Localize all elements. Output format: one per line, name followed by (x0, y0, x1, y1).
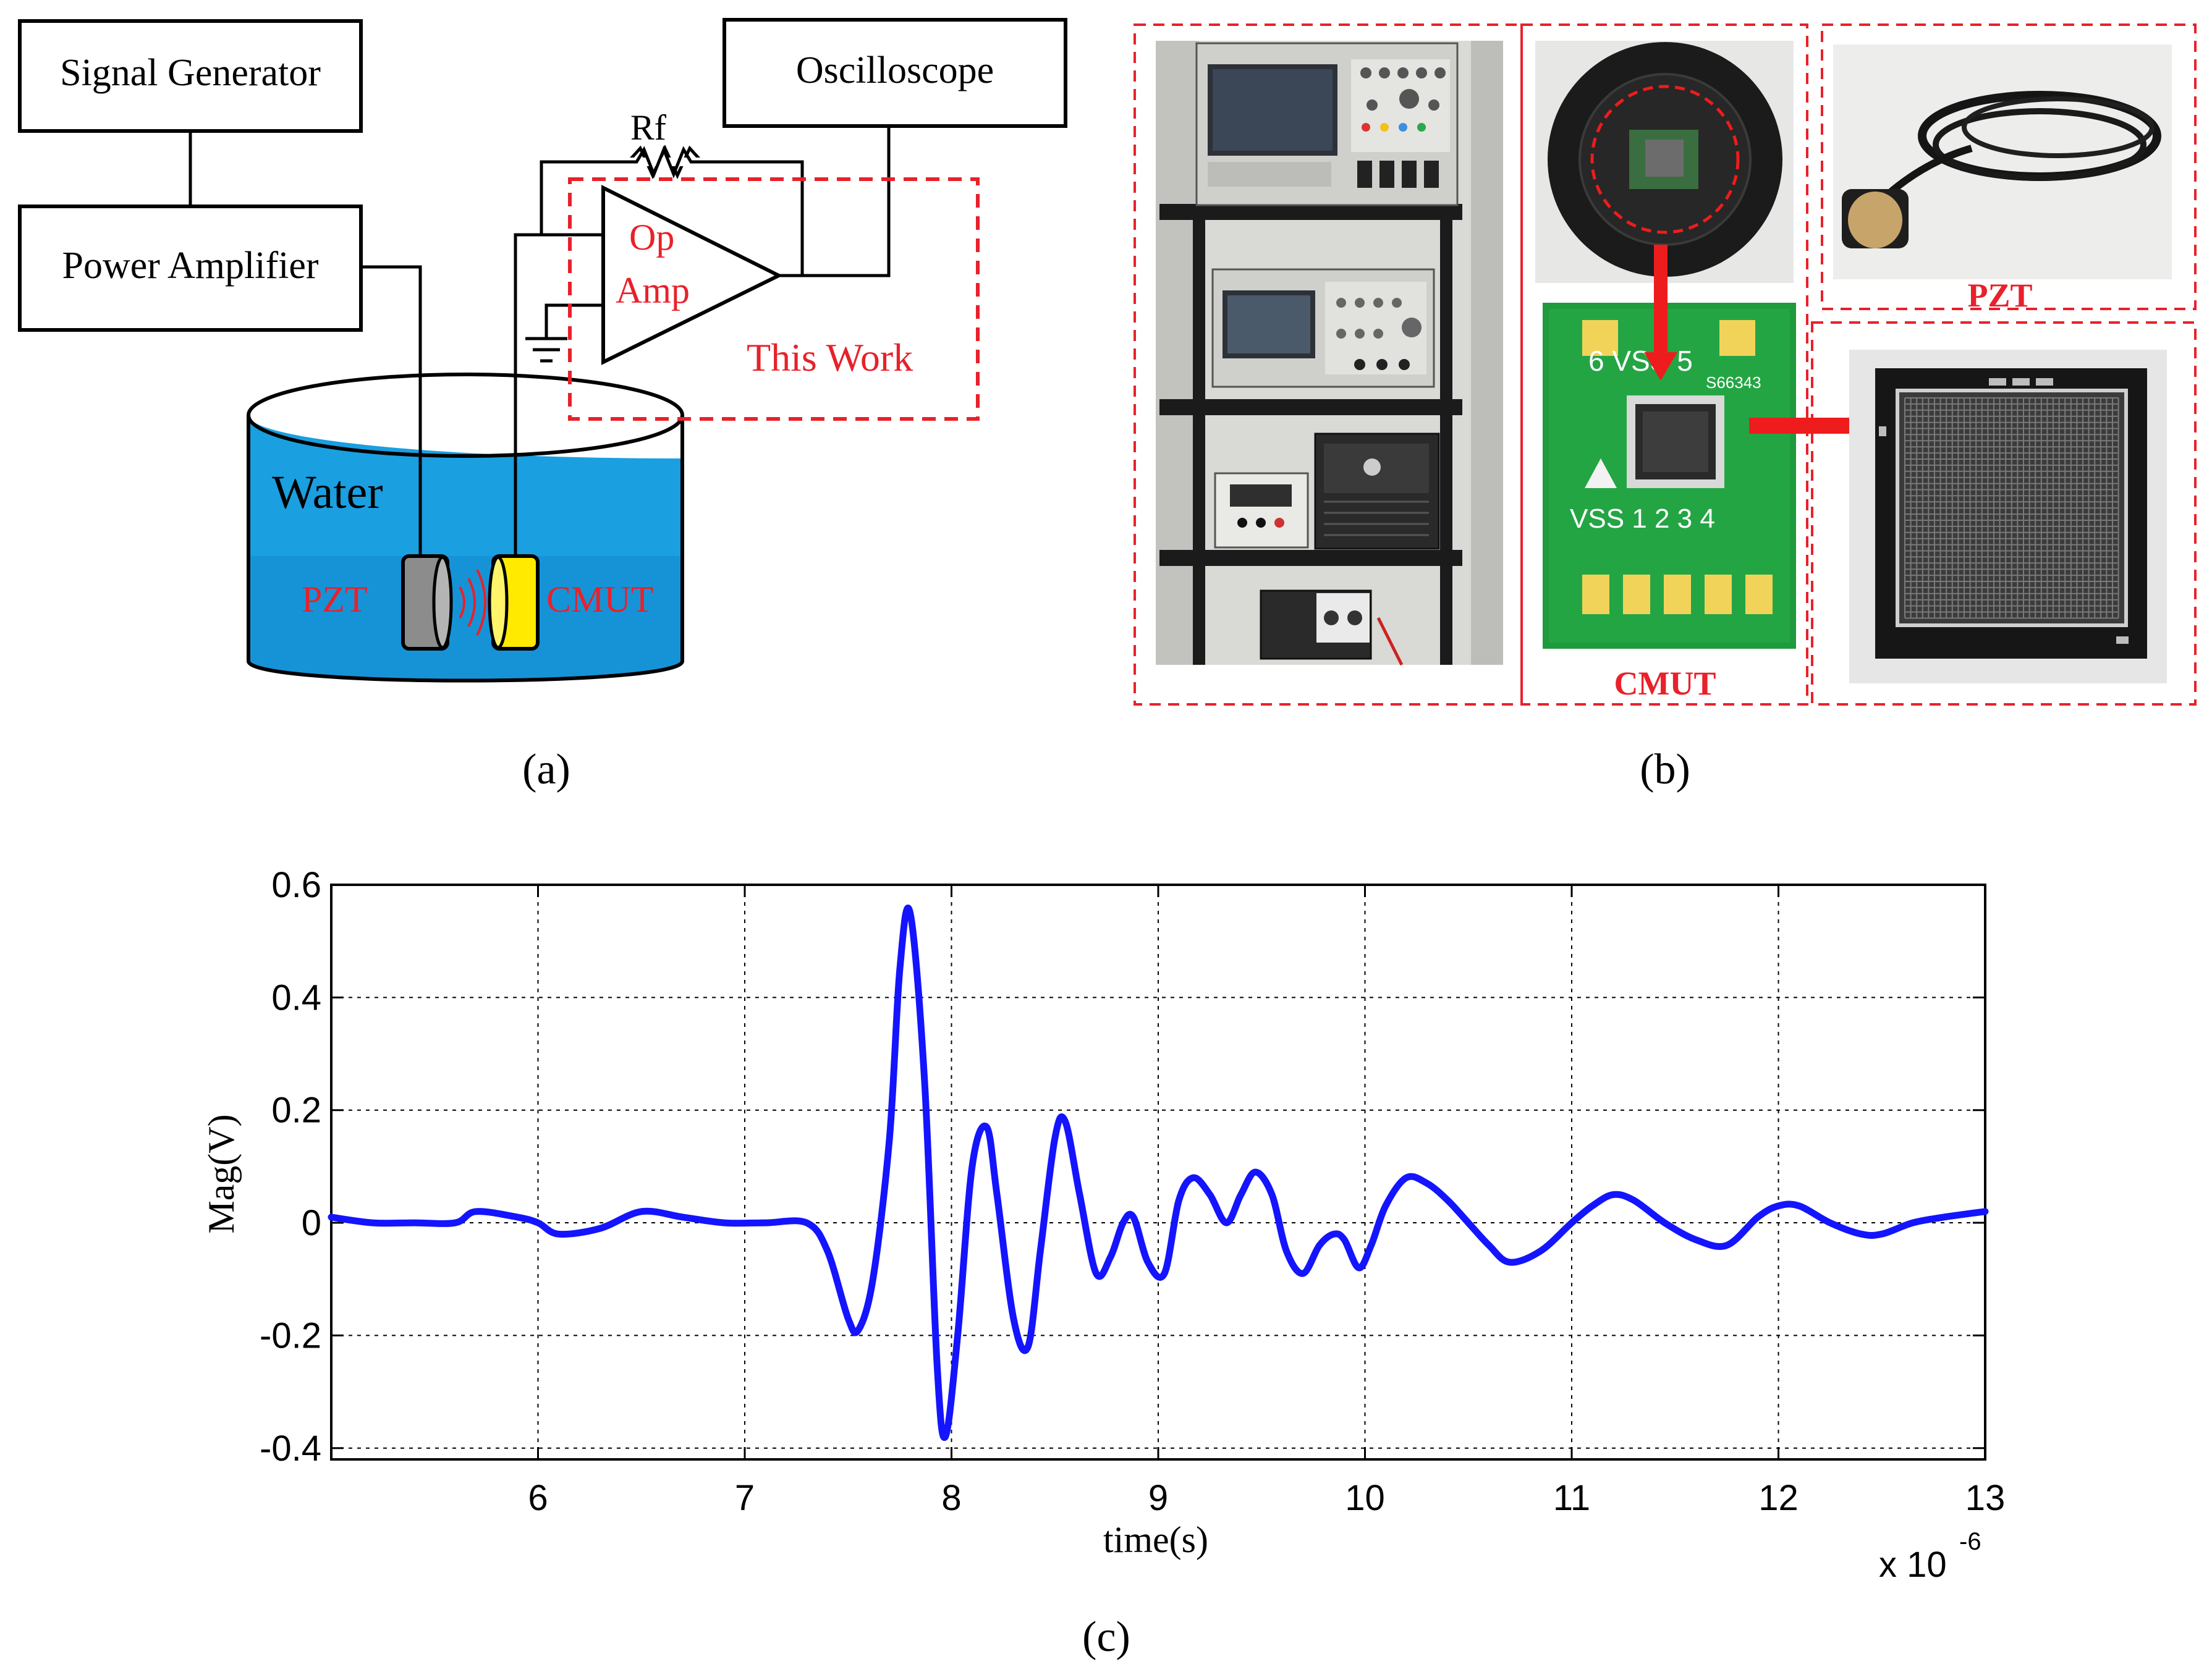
caption-b: (b) (1640, 746, 1690, 793)
y-axis-ticks: -0.4 -0.2 0 0.2 0.4 0.6 (260, 865, 1985, 1469)
y-tick-label: 0.4 (271, 977, 321, 1018)
acoustic-waves (459, 569, 486, 636)
wire (545, 303, 603, 339)
signal-generator-label: Signal Generator (60, 52, 321, 94)
x-tick-label: 9 (1148, 1478, 1168, 1518)
pcb-bottom-text: VSS 1 2 3 4 (1570, 504, 1715, 534)
pzt-label: PZT (302, 579, 368, 620)
tank-rim (247, 373, 684, 458)
y-tick-label: -0.2 (260, 1315, 321, 1356)
wire (779, 126, 891, 277)
frame-chip (1811, 321, 2197, 706)
op-amp-label-amp: Amp (616, 270, 690, 311)
arrow-down (1644, 245, 1677, 381)
op-amp-label-op: Op (629, 217, 674, 258)
y-tick-label: 0.2 (271, 1091, 321, 1131)
signal-generator-box (18, 19, 363, 133)
oscilloscope-label: Oscilloscope (796, 49, 994, 91)
pzt-face (432, 555, 453, 649)
x-multiplier: x 10 (1879, 1545, 1947, 1585)
series-line (328, 905, 1989, 1441)
x-tick-label: 11 (1553, 1478, 1590, 1518)
y-tick-label: 0 (302, 1203, 321, 1243)
power-amplifier-box (18, 205, 363, 332)
frame-pzt (1821, 23, 2197, 310)
x-tick-label: 8 (941, 1478, 961, 1518)
oscilloscope-box (723, 18, 1067, 128)
cmut-chip-micrograph (1849, 350, 2167, 683)
x-tick-label: 10 (1345, 1478, 1385, 1518)
feedback-resistor (627, 144, 703, 180)
x-exponent: -6 (1959, 1528, 1981, 1555)
x-axis-label: time(s) (1103, 1519, 1208, 1560)
y-tick-label: 0.6 (271, 865, 321, 905)
panel-b: 6 VSS 5 S66343 VSS 1 2 3 4 CMUT (1134, 23, 2197, 793)
wire (514, 233, 603, 556)
wire (361, 265, 422, 556)
this-work-frame (568, 177, 980, 421)
rf-label: Rf (630, 108, 667, 148)
pzt-photo-label: PZT (1967, 277, 2032, 314)
x-tick-label: 6 (528, 1478, 548, 1518)
x-tick-label: 13 (1965, 1478, 2006, 1518)
ground-icon (525, 337, 567, 363)
pzt-transducer-photo (1833, 44, 2172, 279)
power-amplifier-label: Power Amplifier (62, 245, 319, 287)
panel-a: Signal Generator Power Amplifier Oscillo… (18, 18, 1067, 793)
y-tick-label: -0.4 (260, 1429, 321, 1469)
caption-c: (c) (1082, 1613, 1130, 1661)
cmut-package-photo (1535, 41, 1794, 283)
water-label: Water (272, 466, 383, 518)
cmut-photo-label: CMUT (1614, 665, 1716, 702)
op-amp-symbol (601, 185, 783, 365)
water-fill (248, 415, 682, 681)
panel-c: -0.4 -0.2 0 0.2 0.4 0.6 6 7 8 9 10 11 12 13 Mag(V) t… (201, 865, 2005, 1661)
this-work-label: This Work (747, 336, 913, 379)
x-axis-ticks: 6 7 8 9 10 11 12 13 (528, 885, 2005, 1518)
cmut-label: CMUT (546, 579, 653, 620)
water-shade (248, 556, 682, 681)
pcb-top-text: 6 VSS 5 (1588, 345, 1693, 377)
pcb-code-text: S66343 (1706, 373, 1761, 392)
y-axis-label: Mag(V) (201, 1114, 242, 1233)
x-tick-label: 7 (735, 1478, 755, 1518)
cmut-face (488, 555, 509, 649)
x-tick-label: 12 (1758, 1478, 1799, 1518)
frame-instruments (1134, 23, 1523, 706)
caption-a: (a) (522, 746, 570, 793)
instrument-rack-photo (1156, 41, 1503, 666)
chart-grid (331, 884, 1986, 1459)
